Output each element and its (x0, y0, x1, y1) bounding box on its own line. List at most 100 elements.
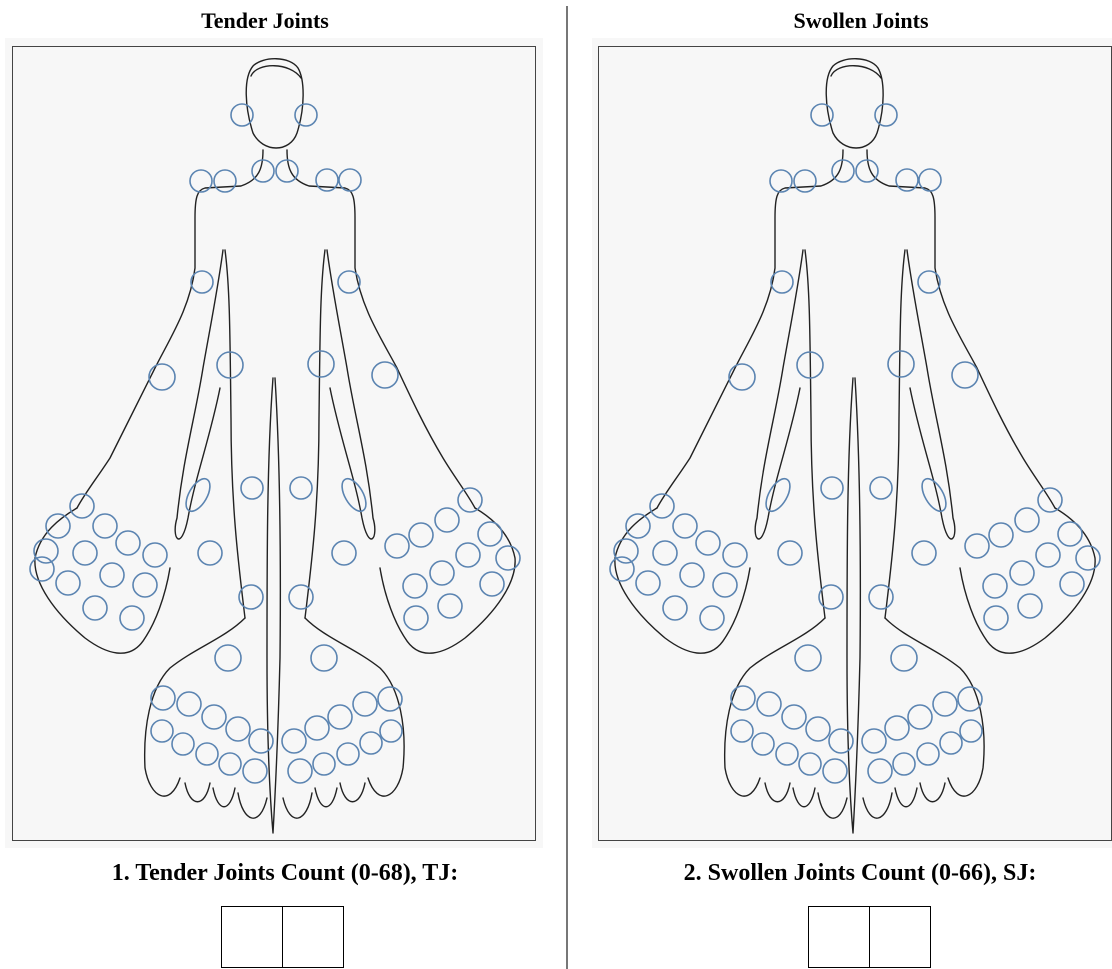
tender-joint-circle-65[interactable] (360, 732, 382, 754)
swollen-joint-circle-58[interactable] (823, 759, 847, 783)
swollen-joint-circle-2[interactable] (770, 170, 792, 192)
tender-joint-circle-40[interactable] (409, 523, 433, 547)
tender-joint-circle-43[interactable] (496, 546, 520, 570)
swollen-joint-circle-50[interactable] (757, 692, 781, 716)
swollen-joint-circle-1[interactable] (875, 104, 897, 126)
swollen-joint-circle-0[interactable] (811, 104, 833, 126)
swollen-joint-circle-64[interactable] (960, 720, 982, 742)
swollen-joint-circle-52[interactable] (806, 717, 830, 741)
tender-joint-circle-68[interactable] (288, 759, 312, 783)
tender-joint-circle-42[interactable] (385, 534, 409, 558)
tender-joint-circle-49[interactable] (151, 686, 175, 710)
swollen-joint-circle-46[interactable] (983, 574, 1007, 598)
swollen-joint-circle-49[interactable] (731, 686, 755, 710)
tender-joint-circle-26[interactable] (93, 514, 117, 538)
tender-joint-circle-28[interactable] (73, 541, 97, 565)
swollen-joint-circle-5[interactable] (856, 160, 878, 182)
tender-joint-circle-3[interactable] (214, 170, 236, 192)
swollen-joint-circle-4[interactable] (832, 160, 854, 182)
tender-joint-circle-8[interactable] (191, 271, 213, 293)
swollen-joint-circle-53[interactable] (829, 729, 853, 753)
swollen-joint-circle-18[interactable] (778, 541, 802, 565)
swollen-count-ones-box[interactable] (869, 906, 931, 968)
tender-joint-circle-4[interactable] (252, 160, 274, 182)
tender-joint-circle-34[interactable] (133, 573, 157, 597)
swollen-joint-circle-41[interactable] (1036, 543, 1060, 567)
tender-joint-circle-45[interactable] (480, 572, 504, 596)
tender-joint-circle-44[interactable] (430, 561, 454, 585)
tender-joint-circle-66[interactable] (337, 743, 359, 765)
tender-joint-circle-59[interactable] (378, 687, 402, 711)
swollen-joint-circle-29[interactable] (696, 531, 720, 555)
swollen-joint-circle-63[interactable] (862, 729, 886, 753)
tender-joint-circle-63[interactable] (282, 729, 306, 753)
swollen-joint-circle-20[interactable] (819, 585, 843, 609)
swollen-joint-circle-59[interactable] (958, 687, 982, 711)
swollen-joint-circle-31[interactable] (610, 557, 634, 581)
tender-joint-circle-12[interactable] (308, 351, 334, 377)
swollen-joint-circle-12[interactable] (888, 351, 914, 377)
tender-joint-circle-41[interactable] (456, 543, 480, 567)
tender-joint-circle-0[interactable] (231, 104, 253, 126)
tender-joint-circle-25[interactable] (46, 514, 70, 538)
swollen-joint-circle-42[interactable] (965, 534, 989, 558)
swollen-joint-circle-21[interactable] (869, 585, 893, 609)
swollen-joint-circle-19[interactable] (912, 541, 936, 565)
swollen-joint-circle-44[interactable] (1010, 561, 1034, 585)
swollen-joint-circle-13[interactable] (952, 362, 978, 388)
tender-joint-circle-11[interactable] (217, 352, 243, 378)
tender-joint-circle-56[interactable] (196, 743, 218, 765)
tender-joint-circle-1[interactable] (295, 104, 317, 126)
swollen-joint-circle-23[interactable] (891, 645, 917, 671)
swollen-joint-circle-6[interactable] (896, 169, 918, 191)
swollen-joint-circle-36[interactable] (700, 606, 724, 630)
tender-joint-circle-51[interactable] (202, 705, 226, 729)
swollen-joint-circle-39[interactable] (1058, 522, 1082, 546)
tender-joint-circle-16[interactable] (241, 477, 263, 499)
tender-joint-circle-46[interactable] (403, 574, 427, 598)
swollen-joint-circle-48[interactable] (984, 606, 1008, 630)
tender-joint-circle-35[interactable] (83, 596, 107, 620)
swollen-joint-circle-28[interactable] (653, 541, 677, 565)
swollen-joint-circle-9[interactable] (918, 271, 940, 293)
swollen-joint-circle-38[interactable] (1015, 508, 1039, 532)
tender-joint-circle-36[interactable] (120, 606, 144, 630)
swollen-joint-circle-60[interactable] (933, 692, 957, 716)
tender-joint-circle-53[interactable] (249, 729, 273, 753)
tender-joint-circle-54[interactable] (151, 720, 173, 742)
tender-joint-circle-22[interactable] (215, 645, 241, 671)
tender-joint-circle-57[interactable] (219, 753, 241, 775)
tender-joint-circle-23[interactable] (311, 645, 337, 671)
tender-joint-circle-6[interactable] (316, 169, 338, 191)
tender-joint-circle-15[interactable] (337, 475, 371, 515)
swollen-joint-circle-15[interactable] (917, 475, 951, 515)
swollen-joint-circle-7[interactable] (919, 169, 941, 191)
swollen-joint-circle-16[interactable] (821, 477, 843, 499)
tender-joint-circle-60[interactable] (353, 692, 377, 716)
tender-joint-circle-18[interactable] (198, 541, 222, 565)
swollen-joint-circle-8[interactable] (771, 271, 793, 293)
tender-joint-circle-10[interactable] (149, 364, 175, 390)
swollen-joint-circle-54[interactable] (731, 720, 753, 742)
tender-joint-circle-52[interactable] (226, 717, 250, 741)
tender-joint-circle-32[interactable] (56, 571, 80, 595)
tender-joint-circle-9[interactable] (338, 271, 360, 293)
swollen-joint-circle-26[interactable] (673, 514, 697, 538)
tender-joint-circle-2[interactable] (190, 170, 212, 192)
swollen-joint-circle-45[interactable] (1060, 572, 1084, 596)
swollen-joint-circle-11[interactable] (797, 352, 823, 378)
tender-joint-circle-61[interactable] (328, 705, 352, 729)
tender-joint-circle-13[interactable] (372, 362, 398, 388)
swollen-joint-circle-56[interactable] (776, 743, 798, 765)
swollen-count-tens-box[interactable] (808, 906, 870, 968)
swollen-joint-circle-37[interactable] (1038, 488, 1062, 512)
swollen-joint-circle-22[interactable] (795, 645, 821, 671)
tender-joint-circle-48[interactable] (404, 606, 428, 630)
tender-joint-circle-58[interactable] (243, 759, 267, 783)
tender-joint-circle-38[interactable] (435, 508, 459, 532)
tender-joint-circle-19[interactable] (332, 541, 356, 565)
tender-joint-circle-30[interactable] (143, 543, 167, 567)
tender-count-ones-box[interactable] (282, 906, 344, 968)
tender-joint-circle-39[interactable] (478, 522, 502, 546)
tender-joint-circle-64[interactable] (380, 720, 402, 742)
